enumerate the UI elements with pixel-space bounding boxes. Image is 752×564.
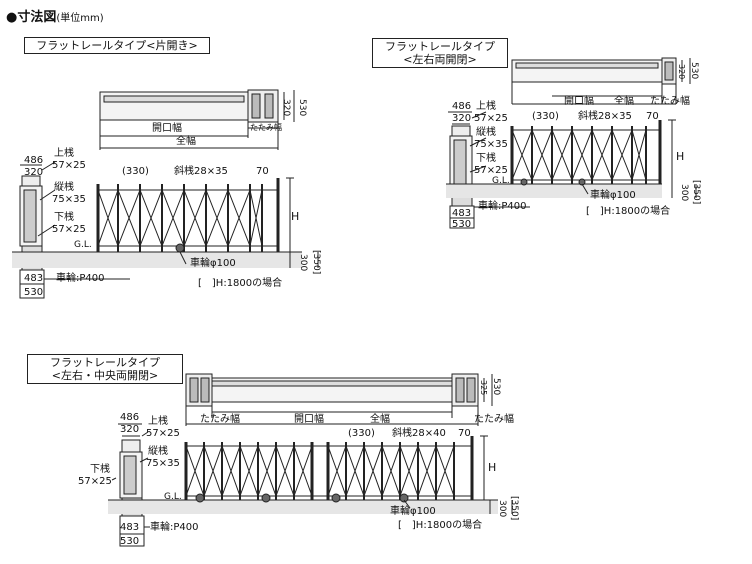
chuo-upper-size: 57×25 [146, 428, 180, 439]
ryo-post: 70 [646, 111, 659, 122]
ryo-note: [ ]H:1800の場合 [586, 206, 671, 217]
kata-pitch: (330) [122, 166, 149, 177]
elevation-chuo [108, 435, 513, 514]
ryo-side-topin: 320 [452, 113, 472, 124]
kata-h300: 300 [298, 254, 308, 272]
chuo-vertical-size: 75×35 [146, 458, 180, 469]
section-label-chuo-line1: フラットレールタイプ [50, 356, 160, 369]
kata-gl: G.L. [74, 240, 92, 250]
chuo-fold-left-label: たたみ幅 [200, 414, 240, 425]
ryo-pitch: (330) [532, 111, 559, 122]
plan-view-ryo [511, 57, 691, 105]
kata-wheel: 車輪φ100 [190, 258, 236, 269]
section-label-ryo-line1: フラットレールタイプ [385, 40, 495, 53]
kata-fold-label: たたみ幅 [250, 123, 282, 132]
ryo-fold-label: たたみ幅 [650, 96, 690, 107]
kata-vertical-size: 75×35 [52, 194, 86, 205]
ryo-wheel-pitch: 車輪:P400 [478, 201, 527, 212]
chuo-side-botw: 530 [120, 536, 140, 547]
chuo-wheel: 車輪φ100 [390, 506, 436, 517]
ryo-wheel: 車輪φ100 [590, 190, 636, 201]
chuo-plan-d2: 530 [491, 378, 501, 396]
chuo-fold-right-label: たたみ幅 [474, 414, 514, 425]
elevation-ryo [446, 119, 697, 198]
plan-view-kata [99, 89, 295, 150]
plan-view-chuo [185, 373, 493, 426]
ryo-vertical: 縦桟 [476, 127, 496, 138]
chuo-opening-label: 開口幅 [294, 414, 324, 425]
ryo-h350: [350] [691, 180, 701, 205]
section-label-chuo-line2: <左右・中央両開閉> [51, 369, 159, 382]
kata-h350: [350] [311, 250, 321, 275]
chuo-lower-size: 57×25 [78, 476, 112, 487]
kata-side-botw: 530 [24, 287, 44, 298]
chuo-upper: 上桟 [148, 416, 168, 427]
ryo-lower-size: 57×25 [474, 165, 508, 176]
kata-opening-label: 開口幅 [152, 123, 182, 134]
kata-height: H [291, 210, 300, 223]
ryo-side-botin: 483 [452, 208, 472, 219]
chuo-note: [ ]H:1800の場合 [398, 520, 483, 531]
kata-lower-size: 57×25 [52, 224, 86, 235]
section-label-ryo: フラットレールタイプ <左右両開閉> [372, 38, 508, 68]
ryo-diagonal: 斜桟28×35 [578, 111, 632, 122]
chuo-side-topw: 486 [120, 412, 140, 423]
kata-upper: 上桟 [54, 148, 74, 159]
kata-side-topin: 320 [24, 167, 44, 178]
elevation-kata [12, 177, 319, 268]
ryo-gl: G.L. [492, 176, 510, 186]
page-title: ●寸法図(単位mm) [6, 10, 104, 25]
side-view-ryo [448, 111, 530, 229]
kata-note: [ ]H:1800の場合 [198, 278, 283, 289]
chuo-wheel-pitch: 車輪:P400 [150, 522, 199, 533]
ryo-h300: 300 [679, 184, 689, 202]
section-label-kata: フラットレールタイプ<片開き> [24, 37, 210, 54]
kata-diagonal: 斜桟28×35 [174, 166, 228, 177]
section-label-chuo: フラットレールタイプ <左右・中央両開閉> [27, 354, 183, 384]
ryo-plan-d1: 320 [677, 64, 686, 80]
kata-wheel-pitch: 車輪:P400 [56, 273, 105, 284]
kata-post: 70 [256, 166, 269, 177]
section-label-ryo-line2: <左右両開閉> [403, 53, 477, 66]
chuo-gl: G.L. [164, 492, 182, 502]
unit-label: (単位mm) [56, 13, 104, 24]
ryo-side-topw: 486 [452, 101, 472, 112]
chuo-total-label: 全幅 [370, 414, 390, 425]
kata-side-botin: 483 [24, 273, 44, 284]
chuo-h300: 300 [497, 500, 507, 518]
chuo-vertical: 縦桟 [148, 446, 168, 457]
chuo-side-botin: 483 [120, 522, 140, 533]
kata-plan-d1: 320 [281, 99, 291, 117]
ryo-side-botw: 530 [452, 219, 472, 230]
ryo-upper-size: 57×25 [474, 113, 508, 124]
chuo-height: H [488, 461, 497, 474]
chuo-post: 70 [458, 428, 471, 439]
kata-upper-size: 57×25 [52, 160, 86, 171]
chuo-side-topin: 320 [120, 424, 140, 435]
kata-vertical: 縦桟 [54, 182, 74, 193]
ryo-upper: 上桟 [476, 101, 496, 112]
kata-lower: 下桟 [54, 212, 74, 223]
ryo-opening-label: 開口幅 [564, 96, 594, 107]
ryo-plan-d2: 530 [689, 62, 699, 80]
chuo-pitch: (330) [348, 428, 375, 439]
chuo-plan-d1: 325 [479, 380, 488, 396]
ryo-total-label: 全幅 [614, 96, 634, 107]
chuo-h350: [350] [509, 496, 519, 521]
kata-total-label: 全幅 [176, 136, 196, 147]
kata-side-topw: 486 [24, 155, 44, 166]
ryo-vertical-size: 75×35 [474, 139, 508, 150]
ryo-lower: 下桟 [476, 153, 496, 164]
chuo-diagonal: 斜桟28×40 [392, 428, 446, 439]
kata-plan-d2: 530 [297, 99, 307, 117]
chuo-lower: 下桟 [90, 464, 110, 475]
ryo-height: H [676, 150, 685, 163]
